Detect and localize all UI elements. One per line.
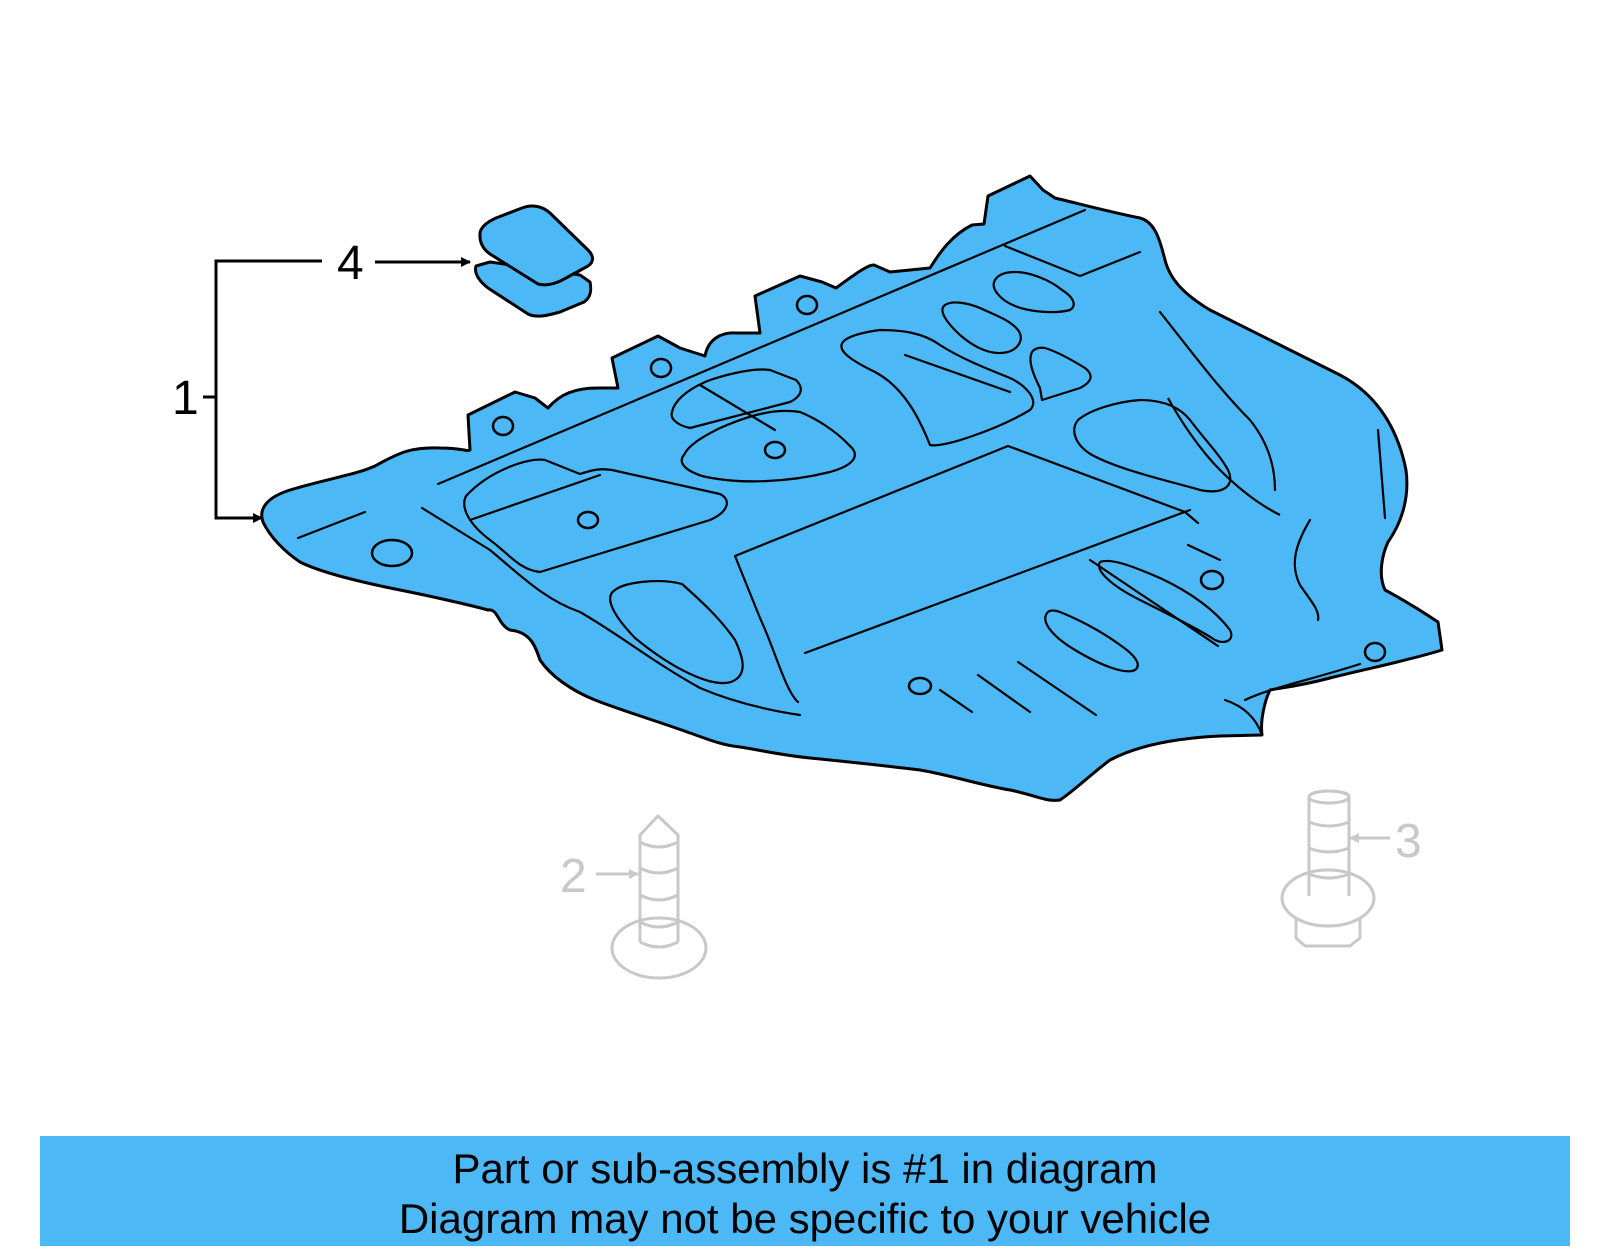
under-cover-shield-part[interactable]: [260, 174, 1444, 802]
callout-4-label: 4: [337, 237, 364, 290]
shield-body: [260, 174, 1444, 802]
callout-2-label: 2: [560, 850, 587, 903]
clip-upper: [478, 204, 594, 287]
leader-lines: [203, 257, 1390, 879]
callout-3-label: 3: [1395, 815, 1422, 868]
shield-emboss-lines: [296, 208, 1387, 737]
caption-line-1: Part or sub-assembly is #1 in diagram: [452, 1145, 1158, 1192]
shield-pockets: [463, 270, 1281, 685]
leader-1-bracket: [214, 259, 322, 523]
clip-part[interactable]: [474, 204, 594, 318]
caption-line-2: Diagram may not be specific to your vehi…: [398, 1195, 1212, 1242]
shield-mounting-holes: [370, 294, 1387, 696]
caption-banner: Part or sub-assembly is #1 in diagram Di…: [40, 1136, 1570, 1246]
screw-part[interactable]: [610, 814, 708, 980]
caption-banner-background: [40, 1136, 1570, 1246]
bolt-part[interactable]: [1280, 789, 1376, 948]
callout-1-label: 1: [172, 372, 199, 425]
